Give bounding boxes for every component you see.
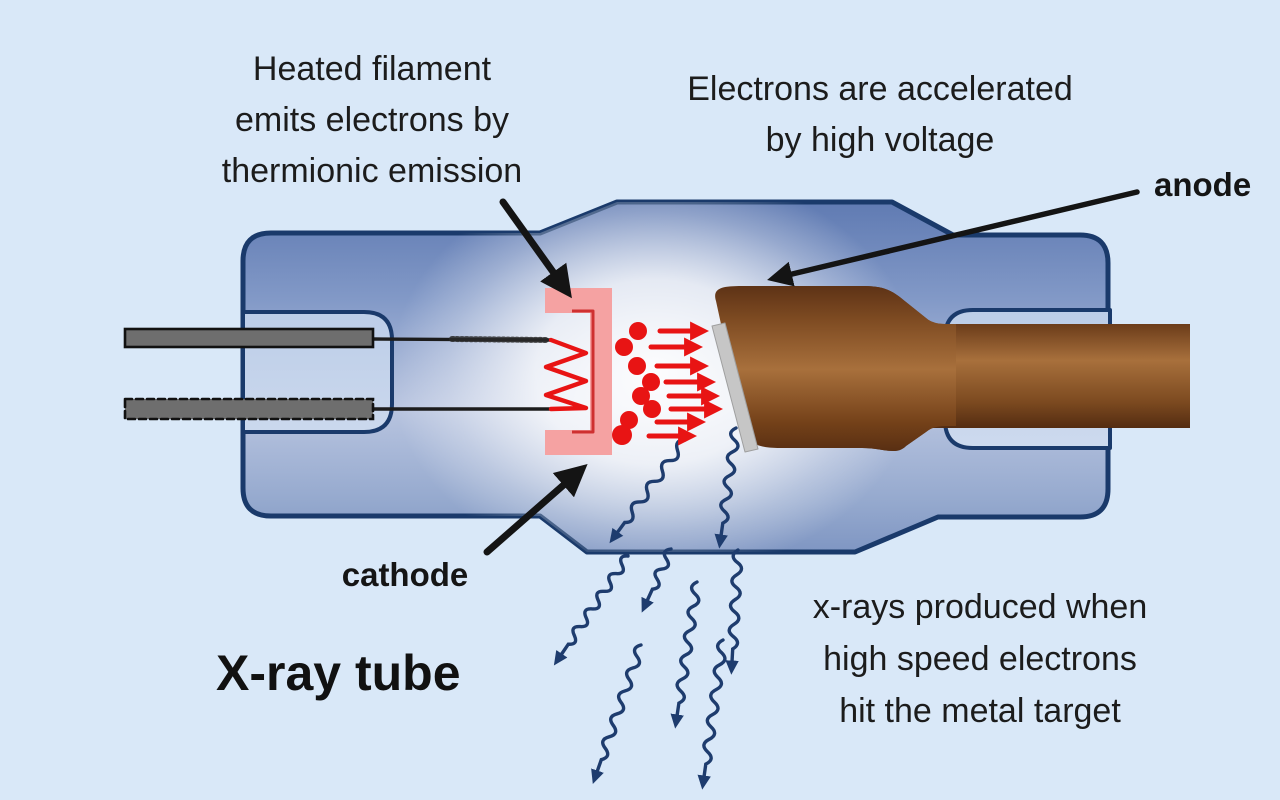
filament-lead-coil <box>449 336 551 343</box>
xrays-annotation-line: x-rays produced when <box>812 588 1148 626</box>
electron-dot <box>615 338 633 356</box>
acceleration-annotation-line: Electrons are accelerated <box>687 70 1073 108</box>
anode-stem <box>930 324 1190 428</box>
electron-dot <box>629 322 647 340</box>
acceleration-annotation-line: by high voltage <box>765 121 995 159</box>
filament-pin-bottom <box>123 397 375 421</box>
xray-wave-arrow <box>609 438 687 544</box>
filament-annotation-line: thermionic emission <box>221 152 523 190</box>
cathode-cup-inner-edge <box>572 309 595 434</box>
xray-wave-arrow <box>641 547 673 613</box>
anode-label: anode <box>1154 166 1252 203</box>
electron-dot <box>643 400 661 418</box>
electron-motion-arrows <box>646 321 724 446</box>
xray-wave-arrow <box>670 580 701 729</box>
xrays-annotation-line: high speed electrons <box>823 640 1137 678</box>
xray-waves-group <box>553 426 744 790</box>
filament-annotation: Heated filament emits electrons by therm… <box>152 44 592 197</box>
filament-pin-top <box>123 327 375 349</box>
electron-dot <box>620 411 638 429</box>
arrow-to-cathode <box>483 463 588 556</box>
cathode-cup <box>545 288 612 455</box>
xray-wave-arrow <box>591 643 643 785</box>
electron-dot <box>628 357 646 375</box>
xray-wave-arrow <box>714 426 740 549</box>
filament-leads <box>123 327 553 421</box>
anode-shoulder <box>862 286 956 452</box>
xrays-annotation-line: hit the metal target <box>839 692 1121 730</box>
arrow-to-filament <box>499 198 572 299</box>
electron-dot <box>632 387 650 405</box>
electron-dot <box>612 425 632 445</box>
filament-annotation-line: Heated filament <box>252 50 492 88</box>
xray-wave-arrow <box>553 554 630 666</box>
arrow-to-anode <box>767 189 1140 287</box>
filament-zigzag <box>543 337 589 412</box>
metal-target-strip <box>711 322 759 453</box>
xray-wave-arrow <box>697 638 727 790</box>
filament-annotation-line: emits electrons by <box>235 101 509 139</box>
diagram-title: X-ray tube <box>216 645 461 701</box>
cathode-label: cathode <box>341 556 469 593</box>
electron-cloud <box>612 322 661 445</box>
xray-wave-arrow <box>725 548 744 675</box>
xrays-annotation: x-rays produced when high speed electron… <box>755 581 1205 737</box>
acceleration-annotation: Electrons are accelerated by high voltag… <box>655 64 1105 166</box>
electron-dot <box>642 373 660 391</box>
